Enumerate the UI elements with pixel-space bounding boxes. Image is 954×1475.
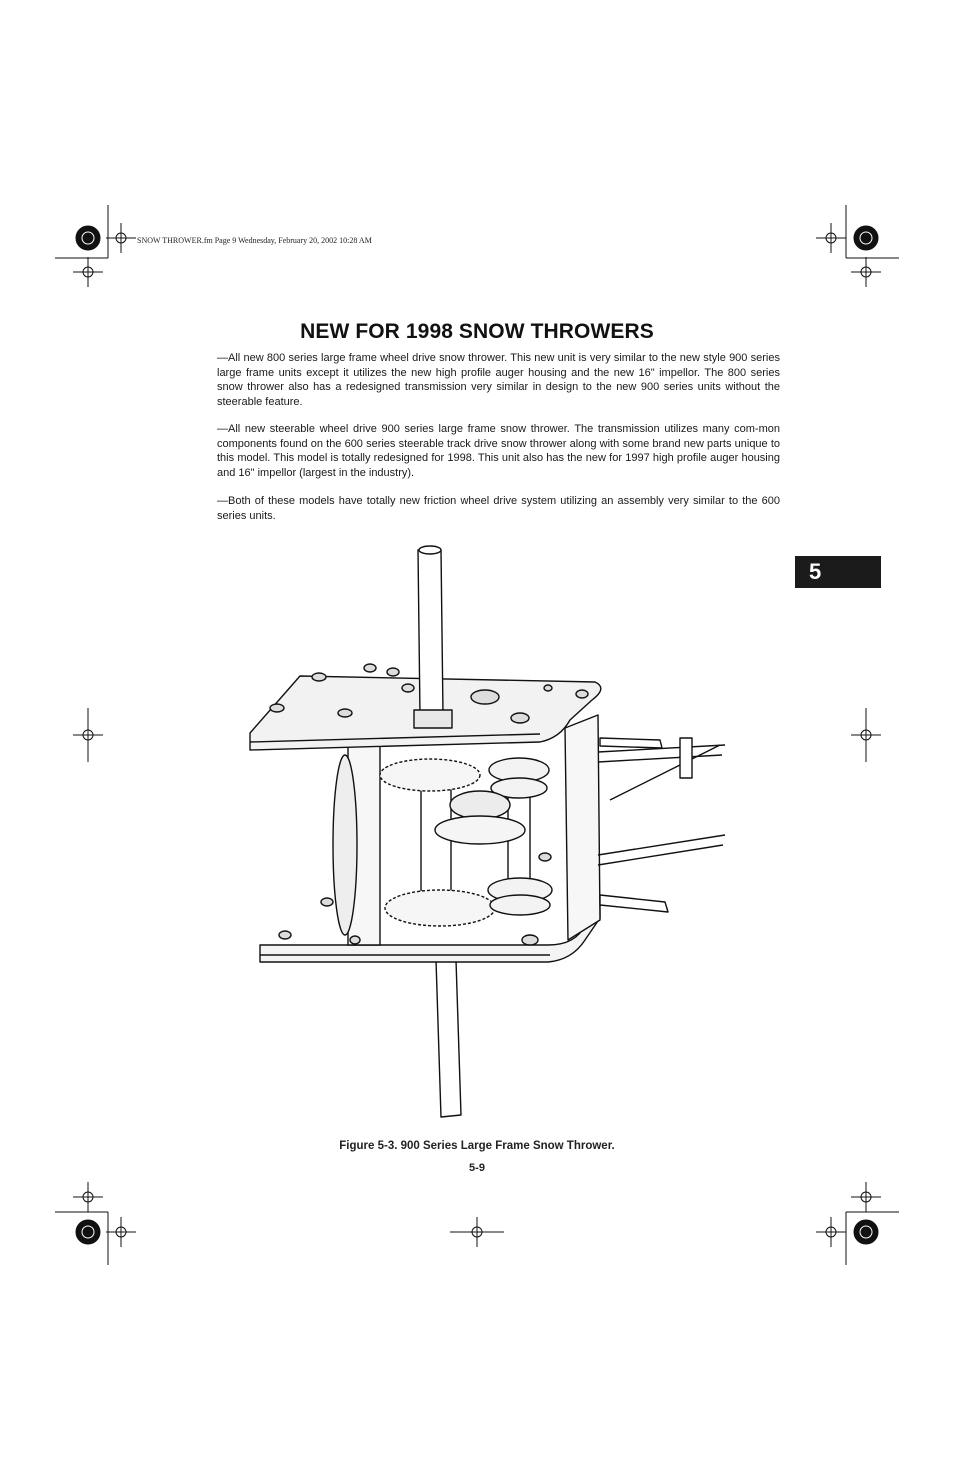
page-number: 5-9 [469, 1162, 485, 1174]
page-title: NEW FOR 1998 SNOW THROWERS [300, 320, 654, 343]
chapter-tab: 5 [795, 556, 881, 588]
paragraph-800-series: —All new 800 series large frame wheel dr… [217, 352, 780, 408]
paragraph-friction-drive: —Both of these models have totally new f… [217, 495, 780, 522]
figure-caption: Figure 5-3. 900 Series Large Frame Snow … [339, 1140, 615, 1152]
paragraph-900-series: —All new steerable wheel drive 900 serie… [217, 423, 780, 479]
page-slug: SNOW THROWER.fm Page 9 Wednesday, Februa… [137, 236, 372, 245]
